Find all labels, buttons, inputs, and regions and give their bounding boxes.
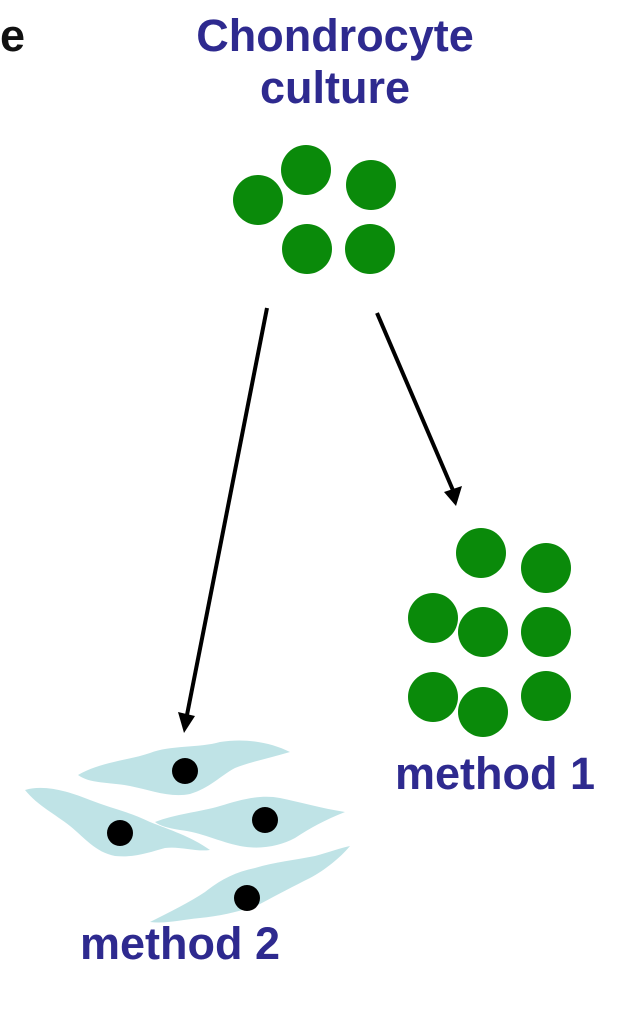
chondrocyte-cell [521,671,571,721]
arrow-to-method1 [375,312,462,506]
fibroblast-cell [150,846,350,923]
chondrocyte-cell [408,593,458,643]
title-line-1: Chondrocyte [196,10,474,61]
cell-nucleus [252,807,278,833]
chondrocyte-cell [233,175,283,225]
method2-label: method 2 [80,918,281,969]
chondrocyte-cell [346,160,396,210]
fibroblast-cell [155,796,345,848]
chondrocyte-cluster-top [233,145,396,274]
arrow-to-method2 [178,307,269,733]
chondrocyte-cell [521,607,571,657]
chondrocyte-cell [281,145,331,195]
chondrocyte-cell [456,528,506,578]
cell-nucleus [234,885,260,911]
chondrocyte-cell [345,224,395,274]
chondrocyte-cell [282,224,332,274]
clipped-edge-text: e [0,10,25,61]
chondrocyte-cell [458,687,508,737]
cell-nucleus [172,758,198,784]
chondrocyte-cell [458,607,508,657]
method1-label: method 1 [395,748,596,799]
diagram-title: Chondrocyte culture [150,10,520,114]
fibroblast-cells-method2 [25,740,350,923]
title-line-2: culture [259,61,411,113]
chondrocyte-cell [408,672,458,722]
cell-nucleus [107,820,133,846]
chondrocyte-cluster-method1 [408,528,571,737]
chondrocyte-cell [521,543,571,593]
